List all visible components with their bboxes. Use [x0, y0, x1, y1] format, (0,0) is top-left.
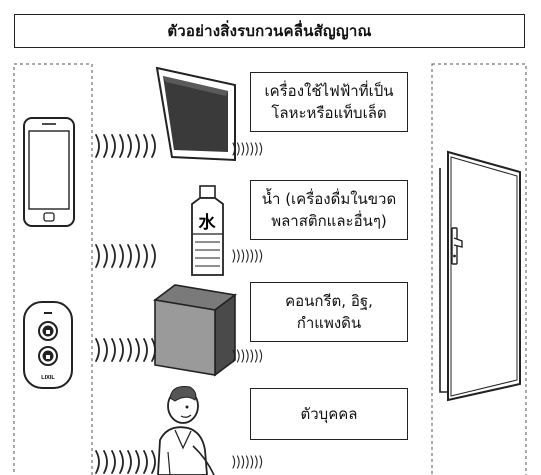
label-box-person: ตัวบุคคล	[250, 388, 408, 440]
strong-wave-arc	[103, 134, 108, 158]
tablet-icon	[155, 66, 236, 162]
weak-wave-arc	[236, 349, 240, 363]
weak-wave-arc	[241, 249, 245, 263]
strong-wave-arc	[143, 134, 148, 158]
weak-wave-arc	[241, 142, 245, 156]
strong-wave-arc	[95, 338, 100, 362]
strong-wave-arc	[143, 244, 148, 268]
strong-wave-arc	[135, 244, 140, 268]
weak-wave-arc	[236, 455, 240, 469]
strong-wave-arc	[135, 338, 140, 362]
strong-wave-arc	[95, 244, 100, 268]
weak-wave-arc	[232, 349, 236, 363]
weak-wave-arc	[250, 142, 254, 156]
concrete-block-icon	[153, 284, 237, 377]
strong-wave-arc	[119, 338, 124, 362]
weak-wave-arc	[254, 142, 258, 156]
label-box-metal: เครื่องใช้ไฟฟ้าที่เป็น โลหะหรือแท็บเล็ต	[250, 72, 408, 132]
weak-wave-arc	[245, 455, 249, 469]
label-box-water: น้ำ (เครื่องดื่มในขวด พลาสติกและอื่นๆ)	[250, 180, 408, 240]
label-concrete: คอนกรีต, อิฐ, กำแพงดิน	[285, 292, 373, 332]
strong-wave-arc	[119, 450, 124, 474]
weak-wave-arc	[259, 349, 263, 363]
diagram-title: ตัวอย่างสิ่งรบกวนคลื่นสัญญาณ	[167, 22, 372, 40]
strong-wave-arc	[151, 338, 156, 362]
strong-wave-arc	[111, 450, 116, 474]
strong-wave-arc	[127, 338, 132, 362]
strong-wave-arc	[119, 134, 124, 158]
weak-wave-arc	[245, 142, 249, 156]
door-zone-outline	[431, 63, 527, 475]
label-metal: เครื่องใช้ไฟฟ้าที่เป็น โลหะหรือแท็บเล็ต	[264, 82, 394, 122]
weak-wave-arc	[250, 349, 254, 363]
strong-wave-arc	[119, 244, 124, 268]
weak-wave-arc	[241, 349, 245, 363]
remote-key-icon	[23, 301, 73, 389]
weak-wave-arc	[259, 142, 263, 156]
strong-wave-arc	[103, 244, 108, 268]
person-icon	[157, 386, 215, 475]
strong-wave-arc	[151, 244, 156, 268]
strong-wave-arc	[151, 450, 156, 474]
weak-wave-arc	[236, 142, 240, 156]
strong-wave-arc	[111, 244, 116, 268]
strong-wave-arc	[103, 450, 108, 474]
title-box: ตัวอย่างสิ่งรบกวนคลื่นสัญญาณ	[14, 14, 525, 48]
strong-wave-arc	[111, 338, 116, 362]
weak-wave-arc	[250, 455, 254, 469]
weak-wave-arc	[259, 249, 263, 263]
strong-wave-arc	[127, 450, 132, 474]
strong-wave-arc	[95, 134, 100, 158]
label-box-concrete: คอนกรีต, อิฐ, กำแพงดิน	[250, 282, 408, 342]
strong-wave-arc	[143, 338, 148, 362]
device-zone-outline	[13, 63, 93, 475]
remote-brand-text: LIXIL	[41, 375, 55, 381]
weak-wave-arc	[254, 349, 258, 363]
weak-wave-arc	[236, 249, 240, 263]
door-handle-icon	[451, 227, 463, 265]
strong-wave-arc	[127, 244, 132, 268]
weak-wave-arc	[259, 455, 263, 469]
strong-wave-arc	[127, 134, 132, 158]
weak-wave-arc	[241, 455, 245, 469]
weak-wave-arc	[245, 349, 249, 363]
strong-wave-arc	[111, 134, 116, 158]
weak-wave-arc	[250, 249, 254, 263]
weak-wave-arc	[245, 249, 249, 263]
label-person: ตัวบุคคล	[300, 405, 358, 423]
door-icon	[439, 150, 521, 402]
strong-wave-arc	[135, 134, 140, 158]
water-bottle-icon	[191, 185, 224, 276]
strong-wave-arc	[151, 134, 156, 158]
weak-wave-arc	[254, 455, 258, 469]
smartphone-icon	[23, 117, 75, 227]
bottle-mark-text: 水	[199, 212, 217, 233]
weak-wave-arc	[232, 249, 236, 263]
strong-wave-arc	[135, 450, 140, 474]
strong-wave-arc	[143, 450, 148, 474]
weak-wave-arc	[232, 142, 236, 156]
label-water: น้ำ (เครื่องดื่มในขวด พลาสติกและอื่นๆ)	[261, 190, 397, 230]
weak-wave-arc	[232, 455, 236, 469]
strong-wave-arc	[95, 450, 100, 474]
weak-wave-arc	[254, 249, 258, 263]
strong-wave-arc	[103, 338, 108, 362]
radio-waves	[95, 134, 263, 474]
